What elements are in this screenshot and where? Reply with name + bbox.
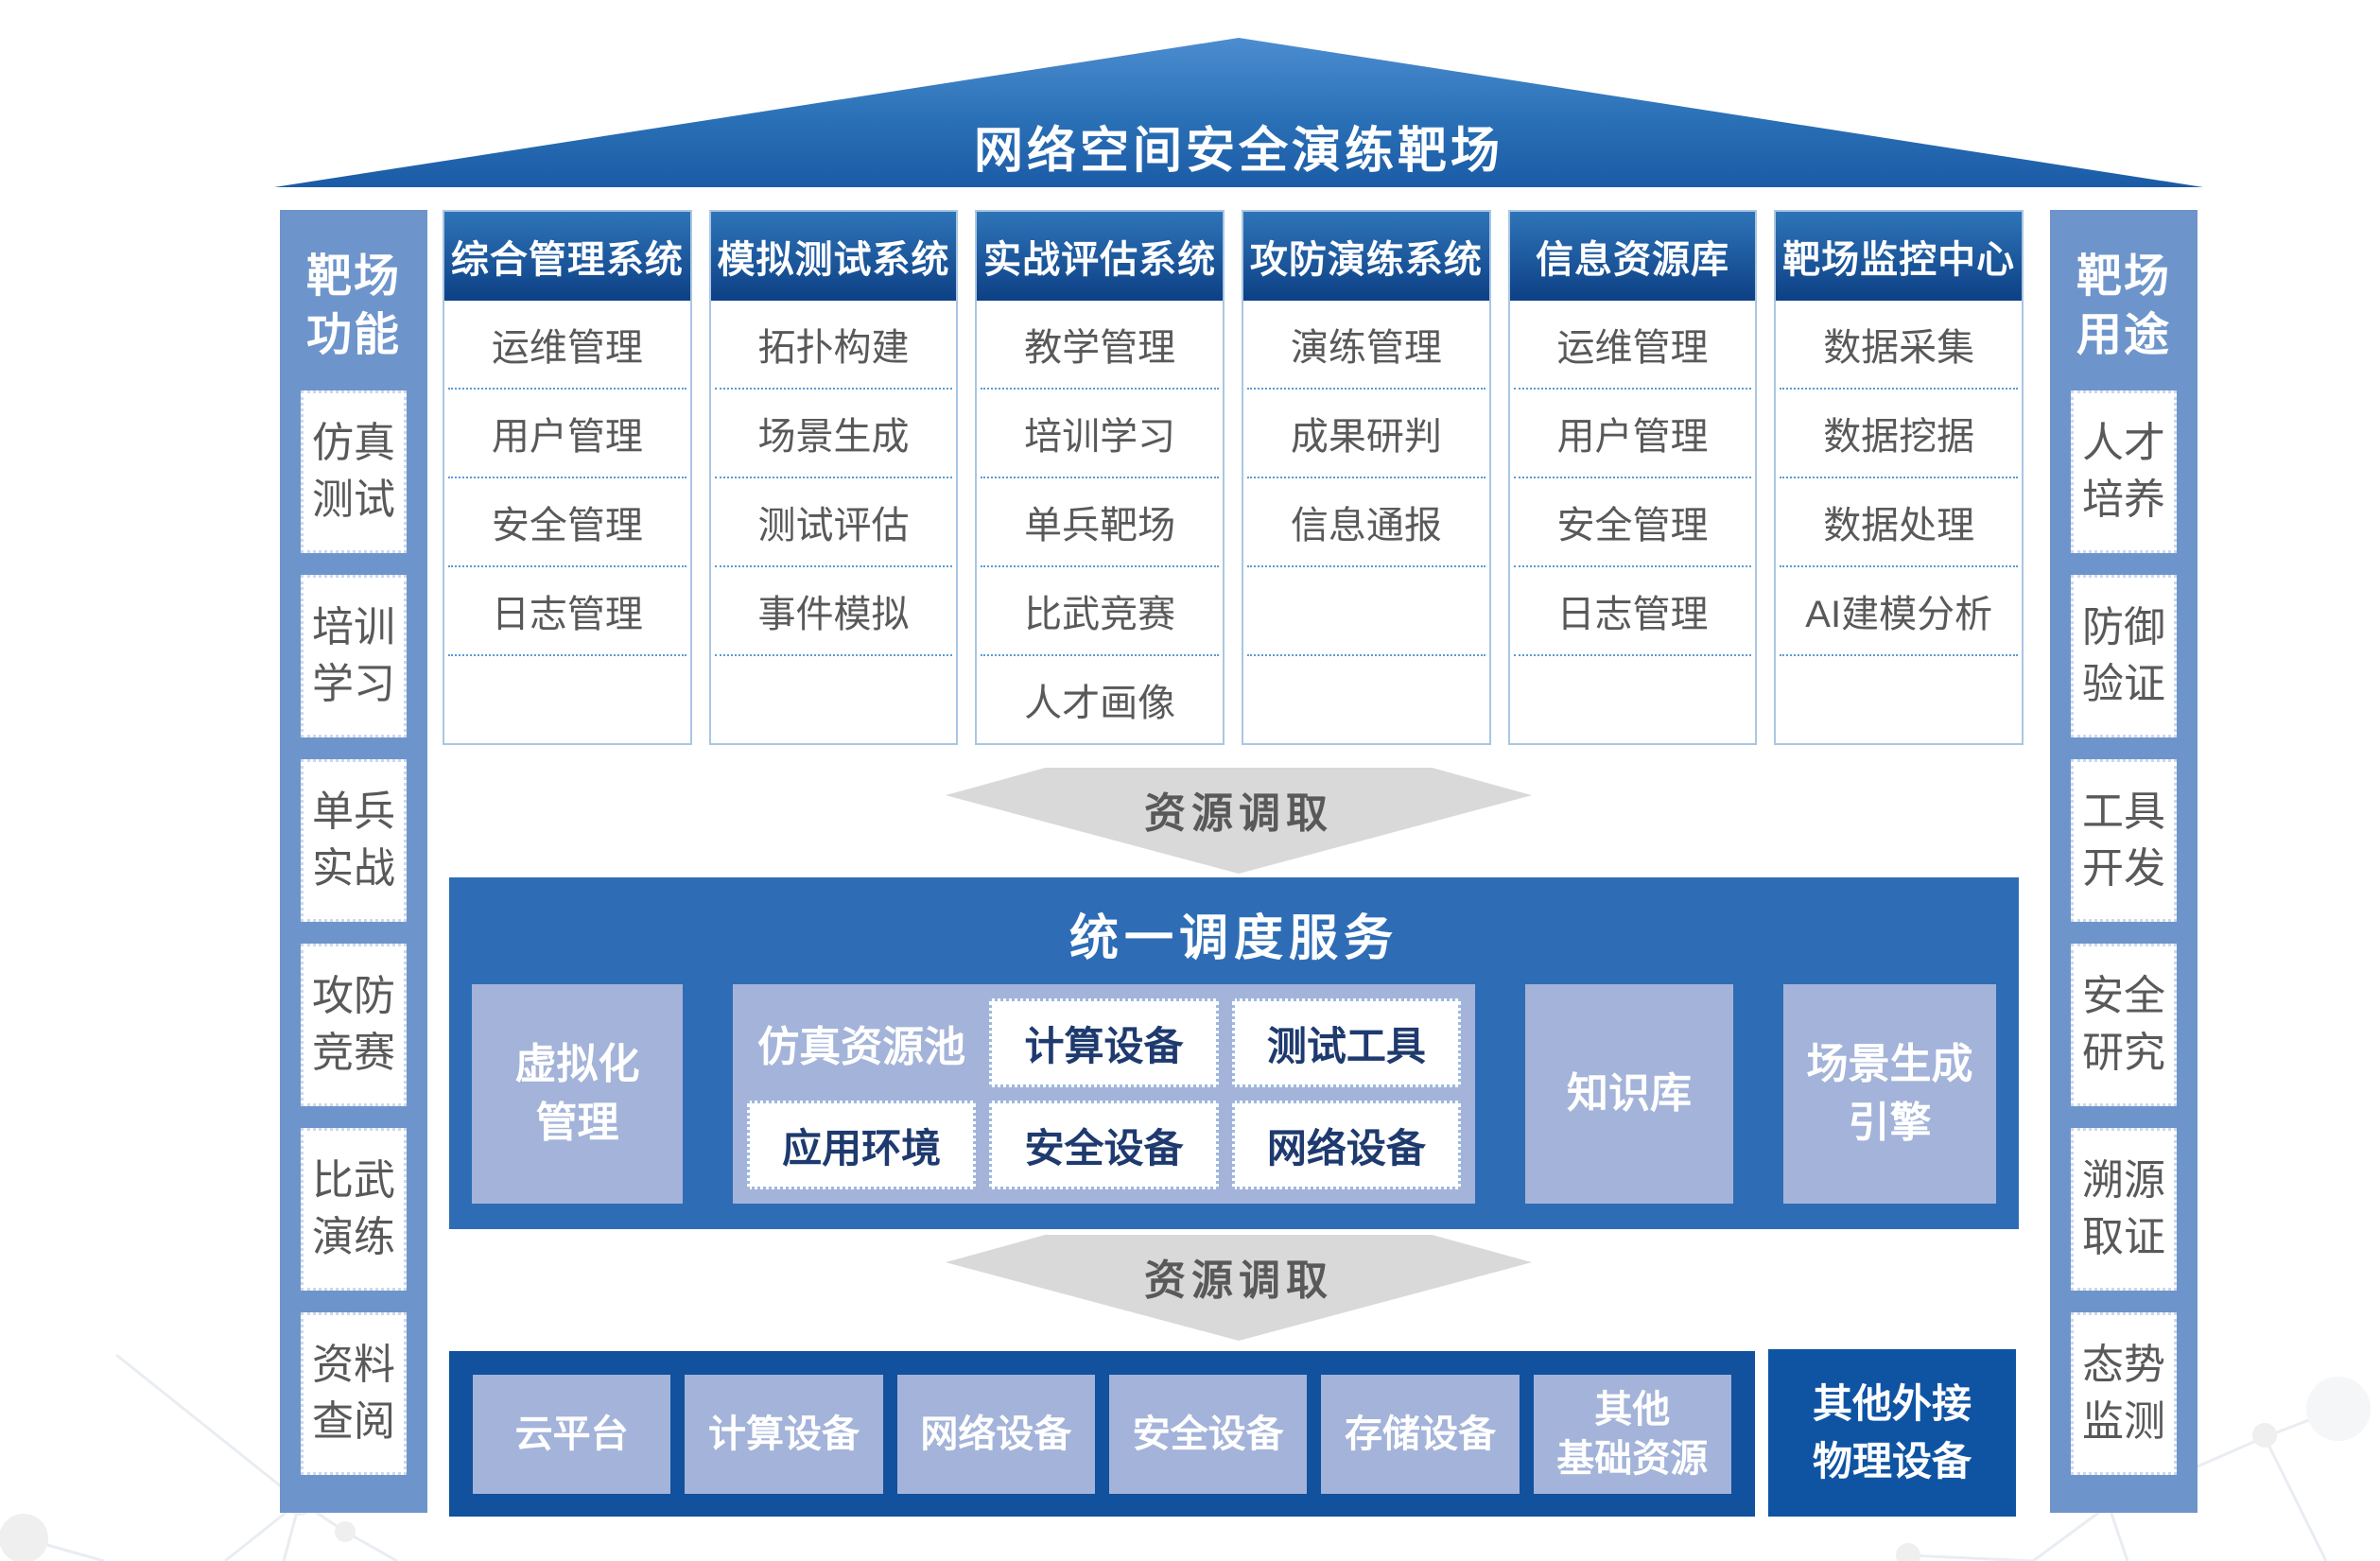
system-item: 日志管理 bbox=[448, 567, 686, 656]
system-item: 运维管理 bbox=[448, 301, 686, 390]
function-item: 资料 查阅 bbox=[301, 1311, 407, 1475]
right-sidebar-title: 靶场 用途 bbox=[2076, 251, 2171, 361]
system-item: 事件模拟 bbox=[714, 567, 953, 656]
function-item: 单兵 实战 bbox=[301, 758, 407, 922]
infrastructure-band: 云平台 计算设备 网络设备 安全设备 存储设备 其他 基础资源 bbox=[449, 1351, 1755, 1517]
function-item: 仿真 测试 bbox=[301, 390, 407, 553]
scene-generation-engine-block: 场景生成 引擎 bbox=[1783, 984, 1996, 1204]
virtualization-management-block: 虚拟化 管理 bbox=[472, 984, 683, 1204]
infra-block-other-basic-resources: 其他 基础资源 bbox=[1533, 1374, 1731, 1494]
system-item: 人才画像 bbox=[1024, 683, 1176, 724]
system-item-empty bbox=[1247, 656, 1485, 743]
system-item: 单兵靶场 bbox=[981, 478, 1220, 567]
system-columns: 综合管理系统 运维管理 用户管理 安全管理 日志管理 模拟测试系统 拓扑构建 场… bbox=[443, 210, 2024, 745]
function-item: 攻防 竞赛 bbox=[301, 943, 407, 1106]
system-item: 安全管理 bbox=[448, 478, 686, 567]
system-item: 数据采集 bbox=[1780, 301, 2019, 390]
external-physical-devices-block: 其他外接 物理设备 bbox=[1768, 1349, 2016, 1517]
diagram-title: 网络空间安全演练靶场 bbox=[973, 124, 1503, 179]
scheduling-band-title: 统一调度服务 bbox=[1068, 911, 1398, 966]
system-item: 演练管理 bbox=[1247, 301, 1485, 390]
system-item: 教学管理 bbox=[981, 301, 1220, 390]
infra-block-security-device: 安全设备 bbox=[1108, 1374, 1308, 1494]
infra-block-storage-device: 存储设备 bbox=[1321, 1374, 1520, 1494]
system-column-information-repository: 信息资源库 运维管理 用户管理 安全管理 日志管理 bbox=[1507, 210, 1758, 745]
pool-box-compute: 计算设备 bbox=[989, 998, 1219, 1087]
system-item-empty bbox=[1247, 567, 1485, 656]
system-item: 信息通报 bbox=[1247, 478, 1485, 567]
system-column-header: 综合管理系统 bbox=[444, 212, 690, 301]
system-item-empty bbox=[1514, 656, 1752, 743]
left-sidebar-functions: 靶场 功能 仿真 测试 培训 学习 单兵 实战 攻防 竞赛 比武 演练 资料 查… bbox=[280, 210, 427, 1513]
left-sidebar-title: 靶场 功能 bbox=[305, 251, 401, 361]
purpose-item: 工具 开发 bbox=[2071, 758, 2177, 922]
arrow-label: 资源调取 bbox=[1144, 1257, 1333, 1304]
resource-pool-label: 仿真资源池 bbox=[757, 1024, 966, 1070]
system-column-simulation-test: 模拟测试系统 拓扑构建 场景生成 测试评估 事件模拟 bbox=[708, 210, 959, 745]
infra-block-cloud-platform: 云平台 bbox=[473, 1374, 671, 1494]
system-item-empty bbox=[715, 656, 953, 743]
system-column-integrated-management: 综合管理系统 运维管理 用户管理 安全管理 日志管理 bbox=[443, 210, 692, 745]
system-column-attack-defense-drill: 攻防演练系统 演练管理 成果研判 信息通报 bbox=[1242, 210, 1491, 745]
system-item: 数据处理 bbox=[1780, 478, 2019, 567]
system-column-header: 实战评估系统 bbox=[977, 212, 1224, 301]
right-sidebar-purposes: 靶场 用途 人才 培养 防御 验证 工具 开发 安全 研究 溯源 取证 态势 监… bbox=[2050, 210, 2198, 1513]
pool-box-test-tools: 测试工具 bbox=[1231, 998, 1461, 1087]
purpose-item: 人才 培养 bbox=[2071, 390, 2177, 553]
system-item: AI建模分析 bbox=[1780, 567, 2019, 656]
system-item: 比武竞赛 bbox=[981, 567, 1220, 656]
system-item: 场景生成 bbox=[714, 390, 953, 478]
pool-box-network-device: 网络设备 bbox=[1231, 1101, 1461, 1189]
infra-block-network-device: 网络设备 bbox=[896, 1374, 1095, 1494]
system-item-empty bbox=[448, 656, 686, 743]
system-item: 培训学习 bbox=[981, 390, 1220, 478]
system-item: 安全管理 bbox=[1513, 478, 1752, 567]
infra-block-compute-device: 计算设备 bbox=[685, 1374, 883, 1494]
system-column-header: 靶场监控中心 bbox=[1776, 212, 2023, 301]
system-item: 测试评估 bbox=[714, 478, 953, 567]
purpose-item: 防御 验证 bbox=[2071, 574, 2177, 737]
system-item: 数据挖据 bbox=[1780, 390, 2019, 478]
purpose-item: 安全 研究 bbox=[2071, 943, 2177, 1106]
function-item: 比武 演练 bbox=[301, 1127, 407, 1291]
system-column-header: 模拟测试系统 bbox=[710, 212, 957, 301]
system-item-empty bbox=[1780, 656, 2018, 743]
purpose-item: 溯源 取证 bbox=[2071, 1127, 2177, 1291]
system-column-combat-evaluation: 实战评估系统 教学管理 培训学习 单兵靶场 比武竞赛 人才画像 bbox=[975, 210, 1225, 745]
function-item: 培训 学习 bbox=[301, 574, 407, 737]
system-item: 用户管理 bbox=[448, 390, 686, 478]
pool-box-security-device: 安全设备 bbox=[989, 1101, 1219, 1189]
simulation-resource-pool: 仿真资源池 计算设备 测试工具 应用环境 安全设备 网络设备 bbox=[733, 984, 1475, 1204]
arrow-label: 资源调取 bbox=[1144, 790, 1333, 837]
knowledge-base-block: 知识库 bbox=[1525, 984, 1733, 1204]
purpose-item: 态势 监测 bbox=[2071, 1311, 2177, 1475]
system-column-range-monitoring-center: 靶场监控中心 数据采集 数据挖据 数据处理 AI建模分析 bbox=[1774, 210, 2024, 745]
system-item: 成果研判 bbox=[1247, 390, 1485, 478]
pool-box-app-environment: 应用环境 bbox=[747, 1101, 977, 1189]
system-item: 日志管理 bbox=[1513, 567, 1752, 656]
system-item: 拓扑构建 bbox=[714, 301, 953, 390]
system-item: 用户管理 bbox=[1513, 390, 1752, 478]
system-column-header: 信息资源库 bbox=[1509, 212, 1756, 301]
system-item: 运维管理 bbox=[1513, 301, 1752, 390]
unified-scheduling-band: 统一调度服务 虚拟化 管理 仿真资源池 计算设备 测试工具 应用环境 安全设备 … bbox=[449, 877, 2019, 1229]
system-column-header: 攻防演练系统 bbox=[1243, 212, 1489, 301]
